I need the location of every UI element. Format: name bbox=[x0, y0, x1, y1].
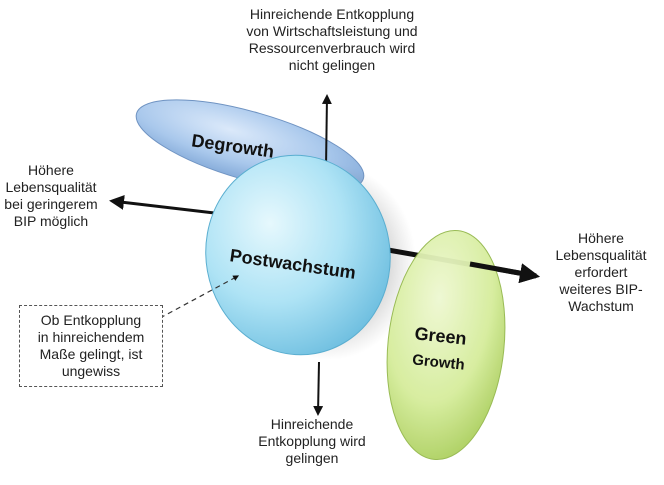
label-right-line: weiteres BIP- bbox=[559, 281, 643, 297]
label-right-line: Wachstum bbox=[568, 298, 634, 314]
label-right: Höhere Lebensqualität erfordert weiteres… bbox=[536, 230, 664, 315]
label-top-line: von Wirtschaftsleistung und bbox=[246, 23, 418, 39]
green-growth-label-line2: Growth bbox=[411, 351, 465, 373]
label-left-line: BIP möglich bbox=[13, 213, 89, 229]
label-right-line: Höhere bbox=[578, 230, 624, 246]
label-top-line: Hinreichende Entkopplung bbox=[249, 6, 415, 22]
uncertainty-note-box: Ob Entkopplung in hinreichendem Maße gel… bbox=[19, 305, 163, 387]
label-top: Hinreichende Entkopplung von Wirtschafts… bbox=[212, 6, 452, 74]
label-right-line: Lebensqualität bbox=[555, 247, 647, 263]
label-bottom: Hinreichende Entkopplung wird gelingen bbox=[232, 416, 392, 467]
label-left: Höhere Lebensqualität bei geringerem BIP… bbox=[0, 162, 110, 230]
label-bottom-line: gelingen bbox=[285, 450, 339, 466]
green-growth-ellipse: Green Growth bbox=[386, 229, 506, 461]
label-top-line: nicht gelingen bbox=[288, 57, 376, 73]
note-line: Ob Entkopplung bbox=[40, 312, 142, 328]
label-left-line: bei geringerem bbox=[4, 196, 98, 212]
label-right-line: erfordert bbox=[574, 264, 628, 280]
note-line: Maße gelingt, ist bbox=[39, 346, 143, 362]
note-leader bbox=[159, 275, 240, 319]
arrow-right-tip bbox=[469, 261, 540, 283]
label-bottom-line: Entkopplung wird bbox=[258, 433, 366, 449]
label-left-line: Lebensqualität bbox=[5, 179, 97, 195]
label-left-line: Höhere bbox=[28, 162, 74, 178]
postwachstum-circle: Postwachstum bbox=[205, 154, 391, 356]
note-line: in hinreichendem bbox=[37, 329, 145, 345]
arrow-bottom bbox=[313, 361, 324, 416]
arrow-top bbox=[321, 94, 332, 169]
note-line: ungewiss bbox=[61, 363, 121, 379]
label-top-line: Ressourcenverbrauch wird bbox=[248, 40, 416, 56]
label-bottom-line: Hinreichende bbox=[270, 416, 354, 432]
